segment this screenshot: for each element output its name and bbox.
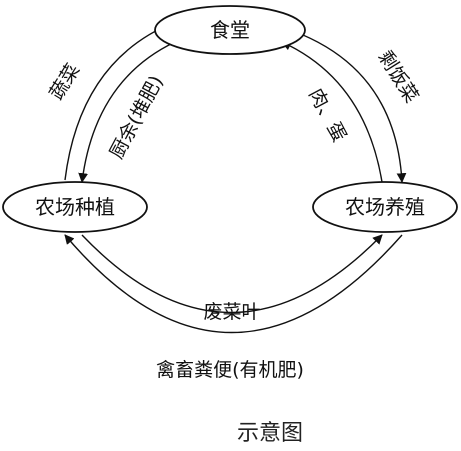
label-kitchen-waste: 厨余(堆肥) (106, 72, 168, 163)
arrow-manure (64, 234, 403, 334)
diagram-caption: 示意图 (237, 421, 303, 446)
node-farm-planting-label: 农场种植 (35, 195, 115, 219)
node-farm-breeding-label: 农场养殖 (345, 195, 425, 219)
arrow-kitchen-waste (78, 41, 176, 183)
label-vegetables: 蔬菜 (46, 60, 85, 104)
node-farm-planting: 农场种植 (2, 181, 148, 233)
arrow-meat-eggs (281, 41, 383, 183)
arrow-waste-leaves (81, 234, 383, 314)
arrow-vegetables (64, 20, 176, 181)
node-canteen-label: 食堂 (210, 18, 250, 42)
label-leftovers: 剩饭菜 (374, 47, 423, 107)
label-meat-eggs: 肉、蛋 (304, 85, 350, 146)
label-waste-leaves: 废菜叶 (203, 301, 260, 323)
node-canteen: 食堂 (154, 5, 306, 55)
label-manure: 禽畜粪便(有机肥) (156, 359, 304, 381)
node-farm-breeding: 农场养殖 (312, 181, 458, 233)
